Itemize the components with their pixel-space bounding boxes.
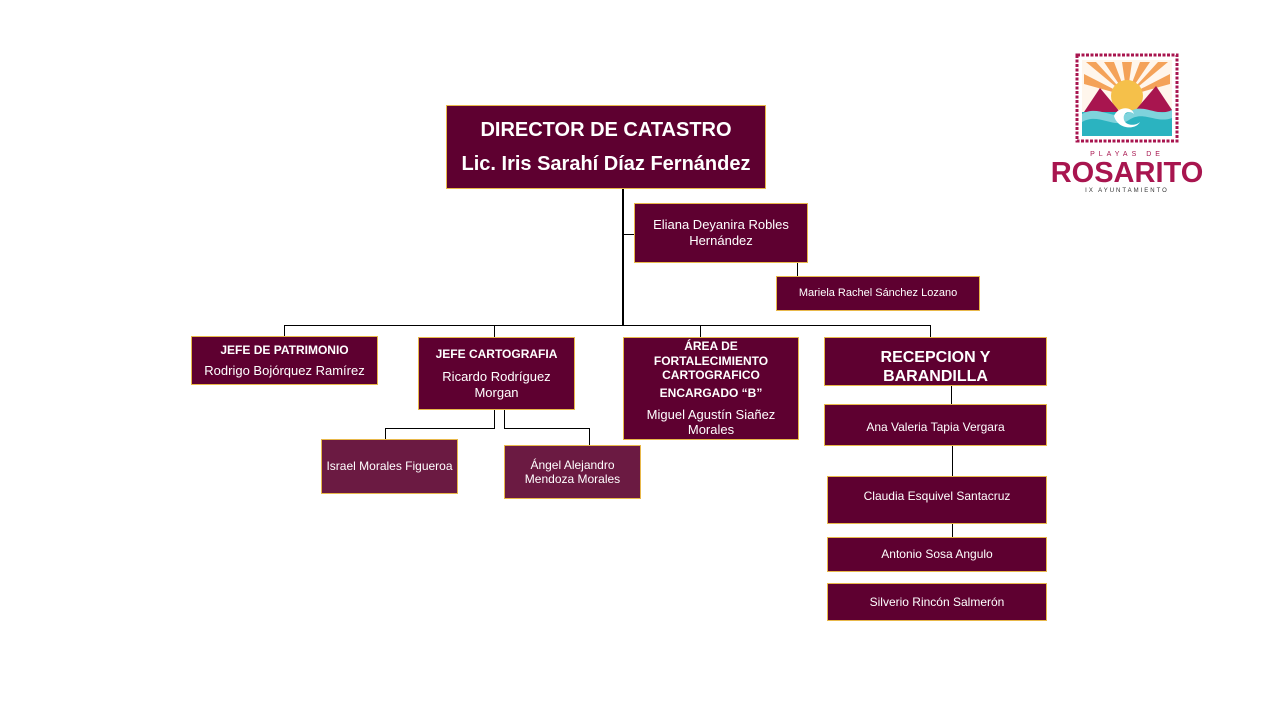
cartografia-staff-name: Israel Morales Figueroa [326,459,453,474]
recepcion-staff-box: Claudia Esquivel Santacruz [827,476,1047,524]
assistant-name: Eliana Deyanira Robles Hernández [653,217,789,248]
connector-cart-left-to-box [385,428,386,439]
cartografia-staff-box: Israel Morales Figueroa [321,439,458,494]
patrimonio-box: JEFE DE PATRIMONIO Rodrigo Bojórquez Ram… [191,336,378,385]
recepcion-staff-name: Silverio Rincón Salmerón [869,594,1005,609]
assistant-sub-box: Mariela Rachel Sánchez Lozano [776,276,980,311]
connector-director-trunk [622,188,624,326]
recepcion-title: RECEPCION Y BARANDILLA [880,349,991,386]
recepcion-staff-box: Silverio Rincón Salmerón [827,583,1047,621]
connector-recepcion-2 [952,445,953,476]
connector-cart-right-down [504,409,505,429]
director-box: DIRECTOR DE CATASTRO Lic. Iris Sarahí Dí… [446,105,766,189]
cartografia-staff-box: Ángel Alejandro Mendoza Morales [504,445,641,499]
connector-patrimonio [284,325,285,336]
logo-graphic: PLAYAS DE ROSARITO IX AYUNTAMIENTO [1051,53,1204,194]
assistant-box: Eliana Deyanira Robles Hernández [634,203,808,263]
assistant-sub-name: Mariela Rachel Sánchez Lozano [798,286,958,299]
recepcion-box: RECEPCION Y BARANDILLA [824,337,1047,386]
connector-fortalecimiento [700,325,701,337]
sun-shape [1111,80,1143,112]
connector-assistant-branch [623,234,635,235]
recepcion-staff-box: Ana Valeria Tapia Vergara [824,404,1047,446]
recepcion-staff-name: Ana Valeria Tapia Vergara [866,419,1005,434]
fortalecimiento-name: Miguel Agustín Siañez Morales [646,406,776,438]
recepcion-staff-box: Antonio Sosa Angulo [827,537,1047,572]
patrimonio-title: JEFE DE PATRIMONIO [220,342,349,357]
connector-level2-bus [284,325,931,326]
connector-cart-right-h [504,428,590,429]
rosarito-logo: PLAYAS DE ROSARITO IX AYUNTAMIENTO [1044,52,1214,198]
recepcion-staff-name: Antonio Sosa Angulo [881,547,993,562]
connector-cart-left-down [494,409,495,429]
director-title: DIRECTOR DE CATASTRO [480,119,732,141]
recepcion-staff-name: Claudia Esquivel Santacruz [863,488,1011,503]
connector-assistant-sub [797,262,798,276]
cartografia-staff-name: Ángel Alejandro Mendoza Morales [524,457,621,486]
connector-cart-left-h [385,428,495,429]
logo-main-text: ROSARITO [1051,157,1204,189]
connector-cart-right-to-box [589,428,590,445]
patrimonio-name: Rodrigo Bojórquez Ramírez [204,362,365,378]
connector-recepcion [930,325,931,337]
fortalecimiento-subtitle: ENCARGADO “B” [659,386,763,401]
connector-recepcion-3 [952,523,953,537]
connector-recepcion-1 [951,385,952,404]
logo-bottom-text: IX AYUNTAMIENTO [1085,188,1169,194]
connector-cartografia [494,325,495,337]
cartografia-title: JEFE CARTOGRAFIA [435,346,558,361]
fortalecimiento-title: ÁREA DE FORTALECIMIENTO CARTOGRAFICO [653,339,769,382]
logo-top-text: PLAYAS DE [1090,151,1164,158]
fortalecimiento-box: ÁREA DE FORTALECIMIENTO CARTOGRAFICO ENC… [623,337,799,440]
cartografia-box: JEFE CARTOGRAFIA Ricardo Rodríguez Morga… [418,337,575,410]
cartografia-name: Ricardo Rodríguez Morgan [442,369,551,400]
director-name: Lic. Iris Sarahí Díaz Fernández [461,153,751,175]
